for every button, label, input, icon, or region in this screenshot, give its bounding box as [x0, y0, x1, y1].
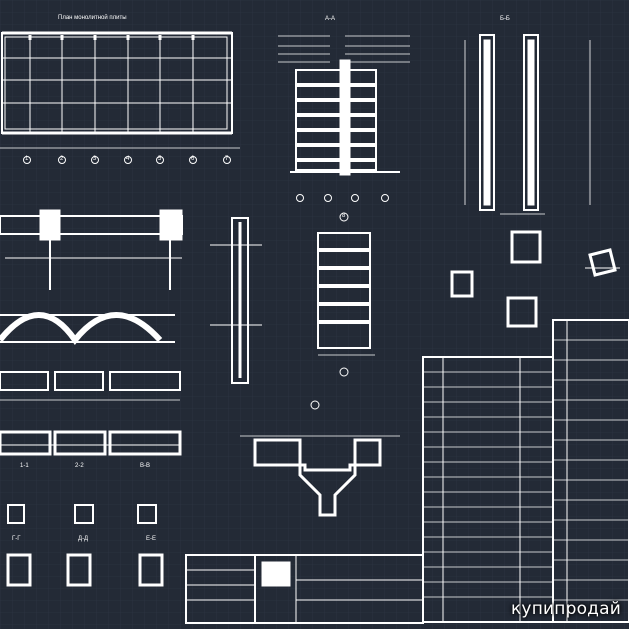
bubble-mark: 1: [25, 156, 29, 162]
drawing-title: План монолитной плиты: [58, 15, 127, 21]
facade-drawing: [278, 35, 410, 202]
section-label: Е-Е: [146, 536, 157, 542]
beam-drawings: [0, 371, 182, 456]
frame-section-drawing: [0, 209, 183, 345]
small-section-drawings: [6, 504, 164, 587]
bubble-mark: 3: [93, 156, 97, 162]
bubble-mark: 7: [225, 156, 229, 162]
bubble-mark: 8: [342, 213, 346, 219]
bubble-mark: 4: [126, 156, 130, 162]
column-detail-drawing: [210, 217, 262, 384]
title-block: [185, 554, 424, 624]
schedule-table-left: [422, 356, 554, 623]
section-label: А-А: [325, 16, 336, 22]
reinforcement-cage-drawing: [317, 212, 375, 377]
bubble-mark: 2: [60, 156, 64, 162]
column-elevation-drawing: [464, 34, 591, 215]
node-detail-drawings: [450, 230, 620, 328]
bubble-mark: 5: [158, 156, 162, 162]
section-label: Б-Б: [500, 16, 510, 22]
section-label: Г-Г: [12, 536, 21, 542]
plan-grid-drawing: [0, 31, 240, 164]
section-label: Д-Д: [78, 536, 89, 542]
bubble-mark: 6: [191, 156, 195, 162]
cross-section-drawing: [240, 400, 400, 517]
section-label: 2-2: [75, 463, 84, 469]
schedule-table-right: [552, 319, 629, 623]
section-label: 1-1: [20, 463, 29, 469]
watermark-logo: купипродай: [510, 599, 621, 619]
section-label: В-В: [140, 463, 151, 469]
